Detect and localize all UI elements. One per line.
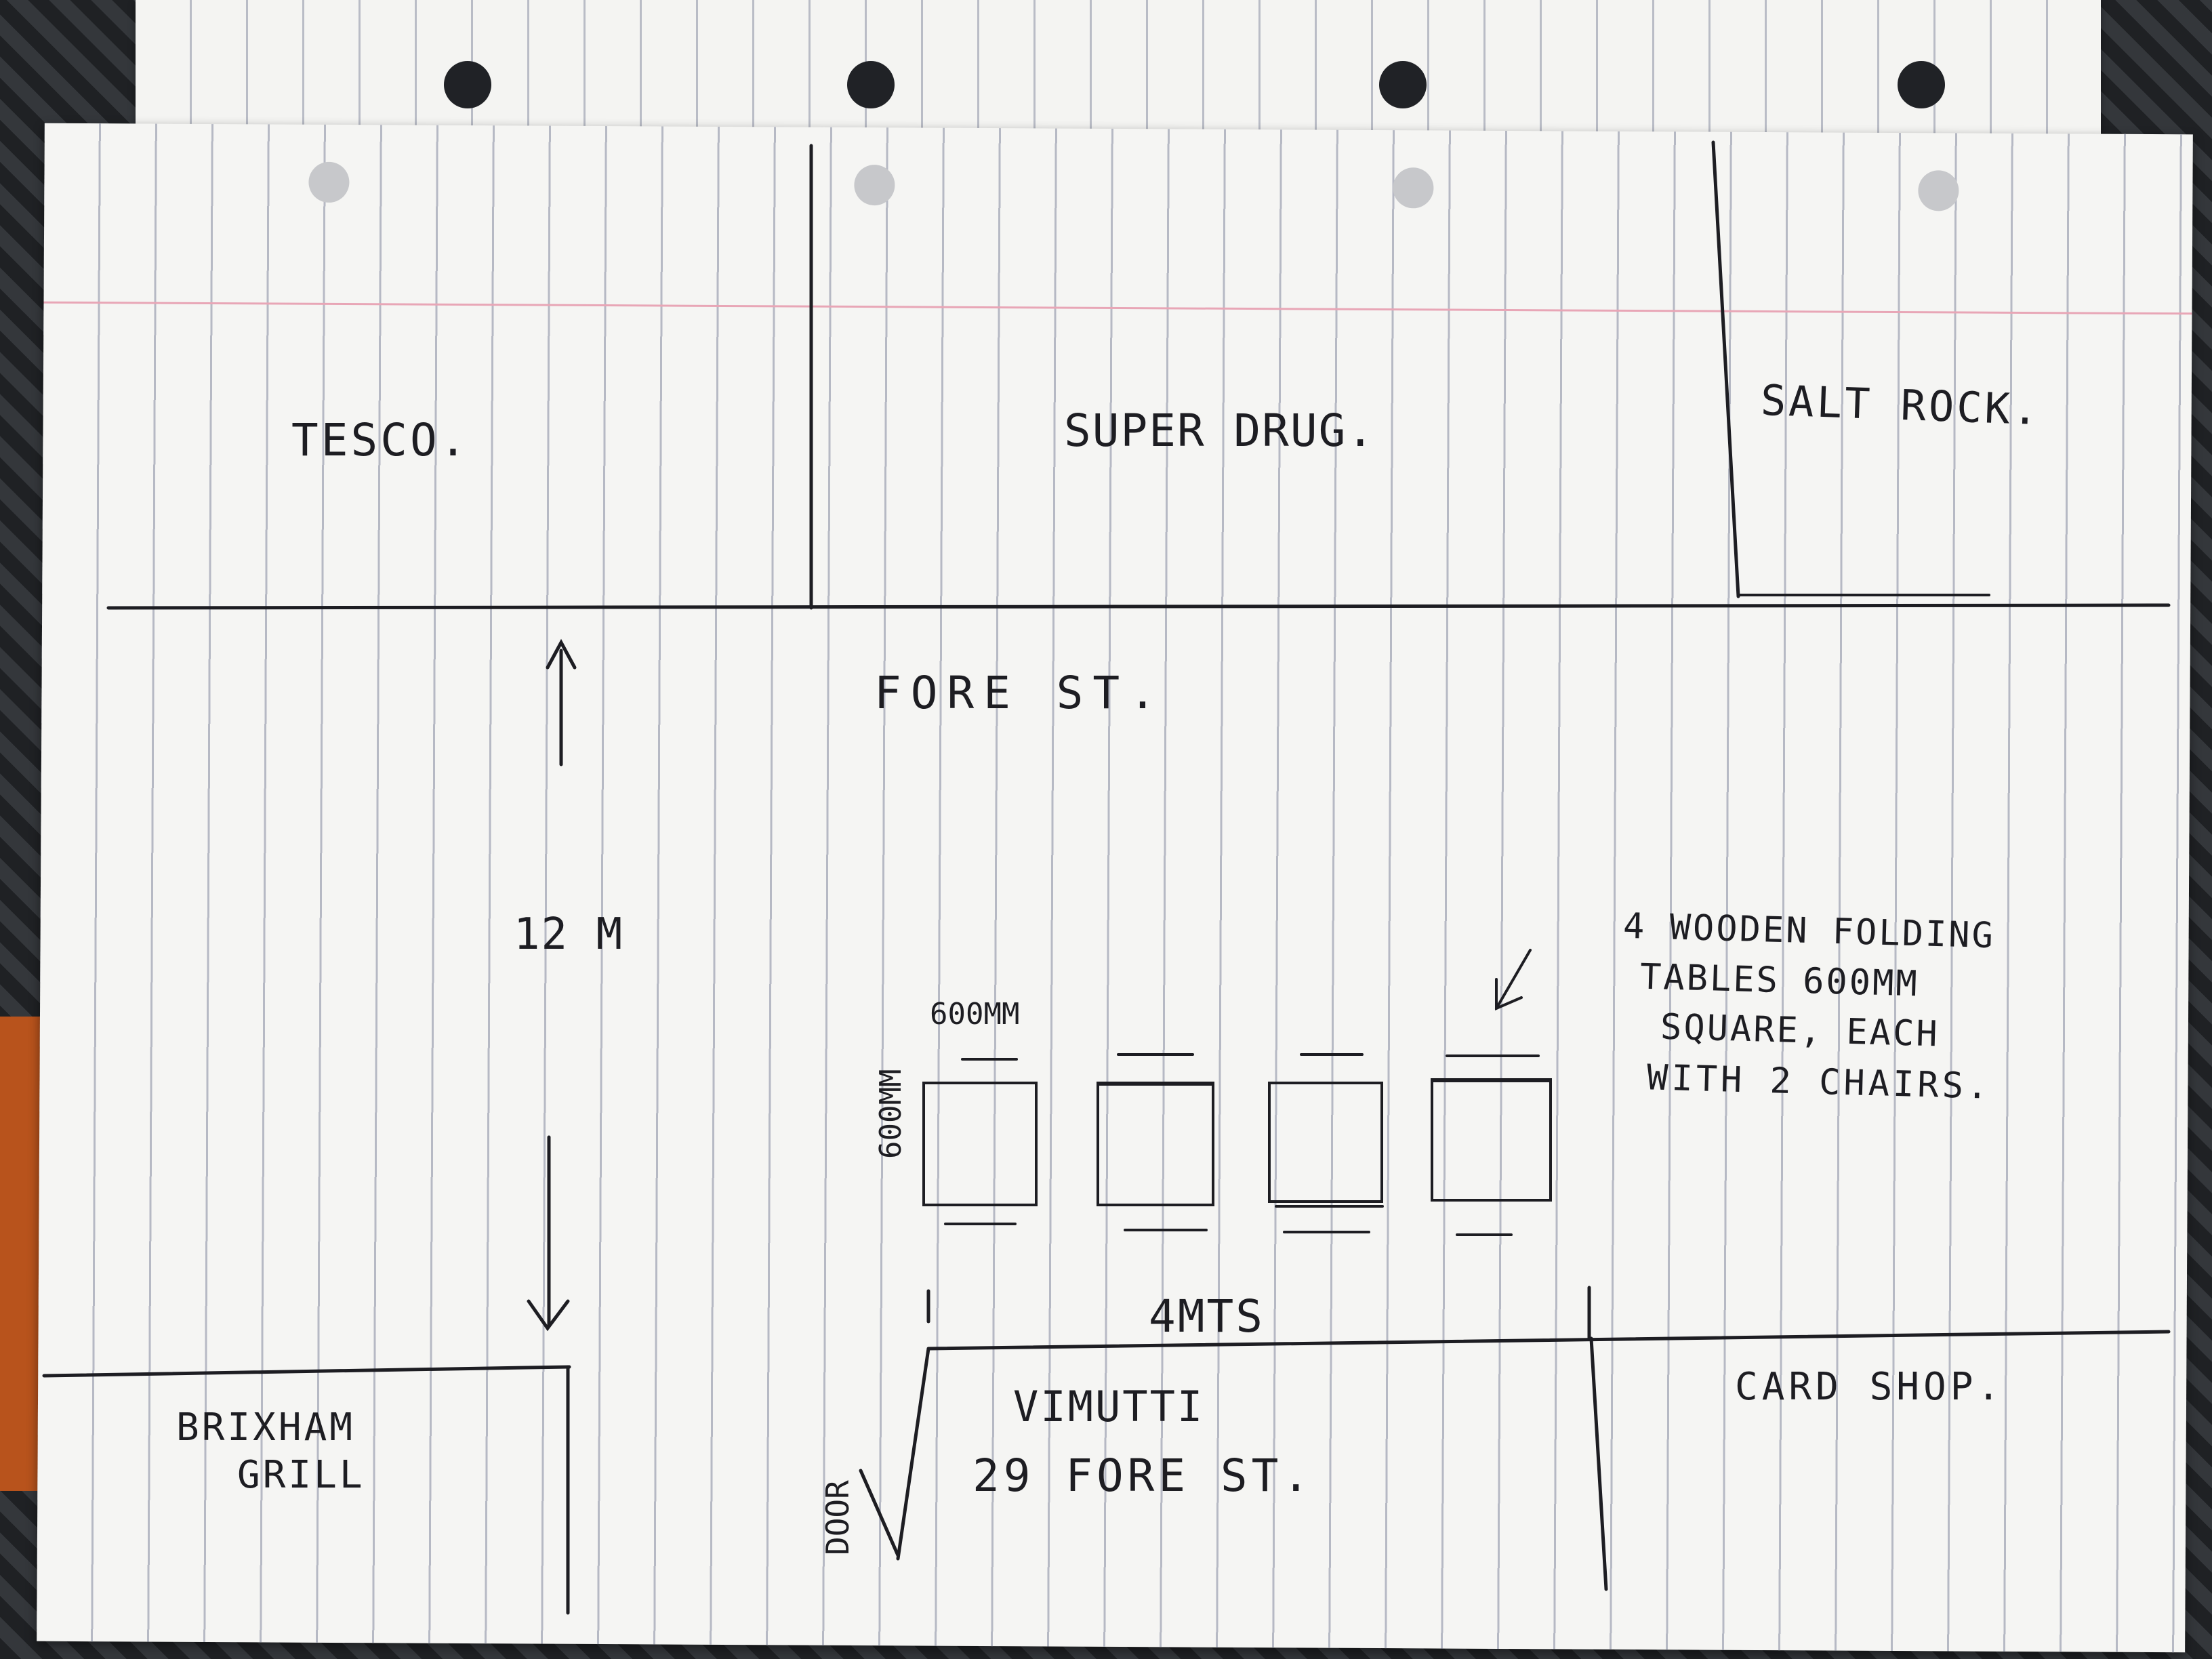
shop-divider [1589,1336,1608,1591]
shop-label-vimutti-line-1: VIMUTTI [1013,1382,1205,1431]
bottom-building-line [42,1365,571,1378]
table-width-label: 600MM [930,997,1020,1031]
arrow-down-icon [527,1299,570,1332]
arrow-up-icon [546,638,577,670]
table-2 [1097,1053,1214,1231]
shop-label-brixham-grill-line-2: GRILL [237,1453,365,1497]
punch-hole [444,61,491,108]
punch-hole [847,61,895,108]
frontage-width-label: 4MTS [1149,1290,1265,1343]
table-3 [1268,1053,1384,1233]
note-arrowhead-icon [1495,978,1523,1011]
street-width-label: 12 M [514,909,624,960]
table-4 [1431,1054,1552,1236]
shop-label-superdrug: SUPER DRUG. [1064,405,1376,457]
shop-label-vimutti-line-2: 29 FORE ST. [972,1450,1314,1502]
shop-label-tesco: TESCO. [291,414,470,466]
punch-hole [1379,61,1427,108]
bottom-building-line [926,1330,2171,1351]
door-swing-line [859,1469,900,1557]
shop-label-card-shop: CARD SHOP. [1735,1365,2005,1409]
table-1 [922,1058,1038,1225]
shop-label-brixham-grill-line-1: BRIXHAM [176,1406,356,1450]
shop-label-salt-rock: SALT ROCK. [1759,375,2042,435]
door-frame-line [896,1347,930,1561]
punch-hole [1898,61,1945,108]
top-building-line [106,603,2171,610]
door-label: DOOR [819,1480,856,1555]
street-name-label: FORE ST. [874,667,1166,719]
note-pointer-arrow [1495,949,1532,1010]
table-depth-label: 600MM [874,1069,908,1159]
table-note-line-2: TABLES 600MM [1639,956,1920,1005]
shop-divider [1711,140,1740,598]
table-note-line-3: SQUARE, EACH [1660,1006,1940,1055]
